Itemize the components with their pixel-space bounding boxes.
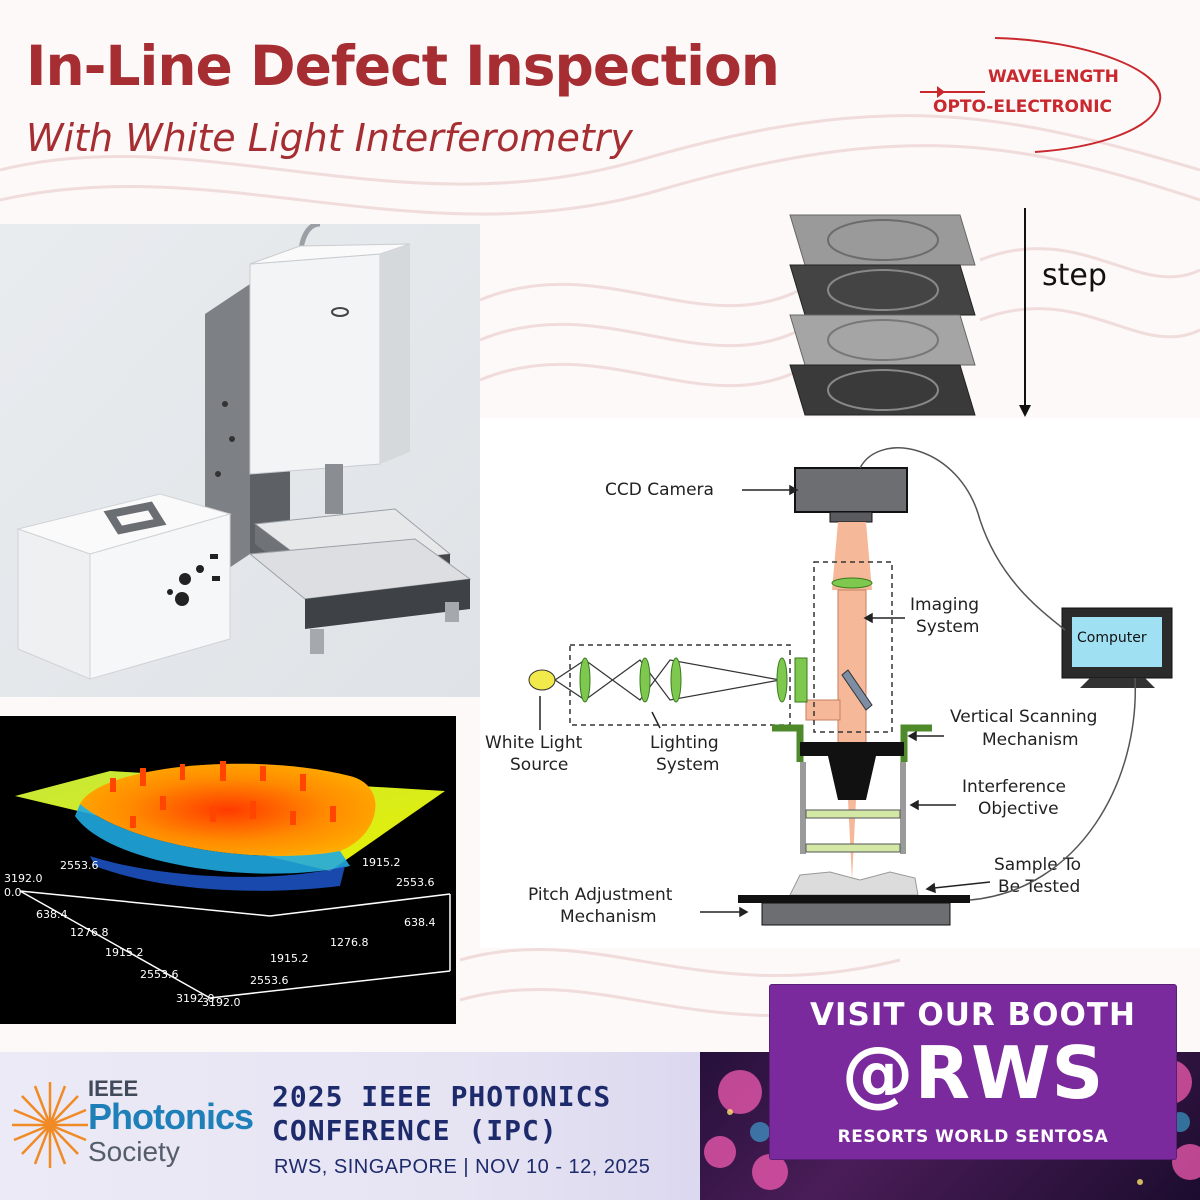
label-objective: Objective xyxy=(978,799,1059,819)
conference-banner: IEEE Photonics Society 2025 IEEE PHOTONI… xyxy=(0,1052,770,1200)
tick-label: 1915.2 xyxy=(270,952,309,965)
label-sample: Sample To xyxy=(994,855,1081,875)
inspection-machine-render xyxy=(0,221,480,697)
tick-label: 2553.6 xyxy=(60,859,99,872)
label-pitch-adjustment: Pitch Adjustment xyxy=(528,885,673,905)
booth-rws-text: @RWS xyxy=(841,1031,1105,1115)
tick-label: 3192.0 xyxy=(202,996,241,1009)
tick-label: 0.0 xyxy=(4,886,22,899)
society-society: Society xyxy=(88,1136,180,1167)
wavelength-logo: WAVELENGTH OPTO-ELECTRONIC xyxy=(920,37,1162,153)
label-interference: Interference xyxy=(962,777,1066,797)
society-ieee: IEEE xyxy=(88,1076,139,1101)
society-photonics: Photonics xyxy=(88,1096,254,1137)
photonics-sunburst-icon xyxy=(12,1082,88,1168)
booth-visit-text: VISIT OUR BOOTH xyxy=(810,997,1136,1033)
tick-label: 1276.8 xyxy=(330,936,369,949)
logo-line1: WAVELENGTH xyxy=(988,67,1119,87)
tick-label: 1915.2 xyxy=(105,946,144,959)
booth-venue-text: RESORTS WORLD SENTOSA xyxy=(837,1127,1109,1147)
label-imaging-system: System xyxy=(916,617,979,637)
conference-location-date: RWS, SINGAPORE | NOV 10 - 12, 2025 xyxy=(274,1156,651,1178)
label-vertical-mechanism: Mechanism xyxy=(982,730,1079,750)
booth-callout: VISIT OUR BOOTH @RWS RESORTS WORLD SENTO… xyxy=(770,985,1176,1159)
tick-label: 2553.6 xyxy=(140,968,179,981)
tick-label: 638.4 xyxy=(36,908,68,921)
page-title: In-Line Defect Inspection xyxy=(26,34,780,98)
interference-image-stack: step xyxy=(780,200,1130,430)
label-be-tested: Be Tested xyxy=(998,877,1080,897)
conference-name-line2: CONFERENCE (IPC) xyxy=(272,1114,558,1147)
conference-name-line1: 2025 IEEE PHOTONICS xyxy=(272,1080,612,1113)
surface-height-map: 3192.0 2553.6 0.0 638.4 1276.8 1915.2 25… xyxy=(0,716,456,1024)
tick-label: 2553.6 xyxy=(250,974,289,987)
page-subtitle: With White Light Interferometry xyxy=(26,116,633,160)
label-imaging: Imaging xyxy=(910,595,979,615)
label-lighting: Lighting xyxy=(650,733,719,753)
label-ccd-camera: CCD Camera xyxy=(605,480,714,500)
wli-schematic-diagram: CCD Camera Imaging System Vertical Scann… xyxy=(480,418,1200,948)
tick-label: 2553.6 xyxy=(396,876,435,889)
tick-label: 1276.8 xyxy=(70,926,109,939)
label-lighting-system: System xyxy=(656,755,719,775)
tick-label: 638.4 xyxy=(404,916,436,929)
step-label: step xyxy=(1042,258,1107,293)
tick-label: 1915.2 xyxy=(362,856,401,869)
label-pitch-mechanism: Mechanism xyxy=(560,907,657,927)
label-computer: Computer xyxy=(1077,630,1147,646)
tick-label: 3192.0 xyxy=(176,992,215,1005)
label-white-source: Source xyxy=(510,755,568,775)
tick-label: 3192.0 xyxy=(4,872,43,885)
label-vertical-scanning: Vertical Scanning xyxy=(950,707,1097,727)
logo-line2: OPTO-ELECTRONIC xyxy=(933,97,1112,117)
label-white-light: White Light xyxy=(485,733,583,753)
